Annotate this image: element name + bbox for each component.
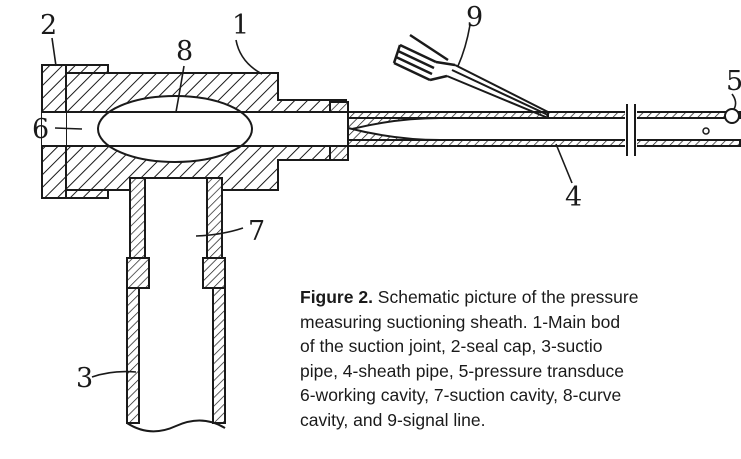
caption-line: measuring suctioning sheath. 1-Main bod xyxy=(300,311,621,332)
connector-collar xyxy=(329,101,349,161)
caption-line: cavity, and 9-signal line. xyxy=(300,409,486,430)
figure-caption: Figure 2. Schematic picture of the press… xyxy=(300,285,741,432)
caption-line: of the suction joint, 2-seal cap, 3-suct… xyxy=(300,336,603,356)
caption-label: Figure 2. xyxy=(300,287,373,307)
sheath-side-hole xyxy=(702,127,710,135)
label-seal-cap: 2 xyxy=(40,10,57,41)
leader-lines xyxy=(51,24,737,378)
label-suction-pipe: 3 xyxy=(76,363,93,394)
suction-pipe xyxy=(126,177,226,433)
caption-line: pipe, 4-sheath pipe, 5-pressure transduc… xyxy=(300,360,624,381)
label-signal-line: 9 xyxy=(466,2,483,33)
label-sheath-pipe: 4 xyxy=(565,182,582,213)
signal-line xyxy=(392,33,549,119)
pressure-transducer xyxy=(724,108,740,124)
caption-line: 6-working cavity, 7-suction cavity, 8-cu… xyxy=(300,385,622,405)
caption-line: Figure 2. Schematic picture of the press… xyxy=(300,287,639,307)
label-working-cavity: 6 xyxy=(32,114,49,145)
label-main-body: 1 xyxy=(232,10,249,41)
label-curved-cavity: 8 xyxy=(176,36,193,67)
main-body xyxy=(42,72,347,191)
label-pressure-transducer: 5 xyxy=(726,66,741,97)
label-suction-cavity: 7 xyxy=(248,216,265,247)
sheath-pipe xyxy=(347,104,741,156)
curved-cavity xyxy=(97,95,253,163)
